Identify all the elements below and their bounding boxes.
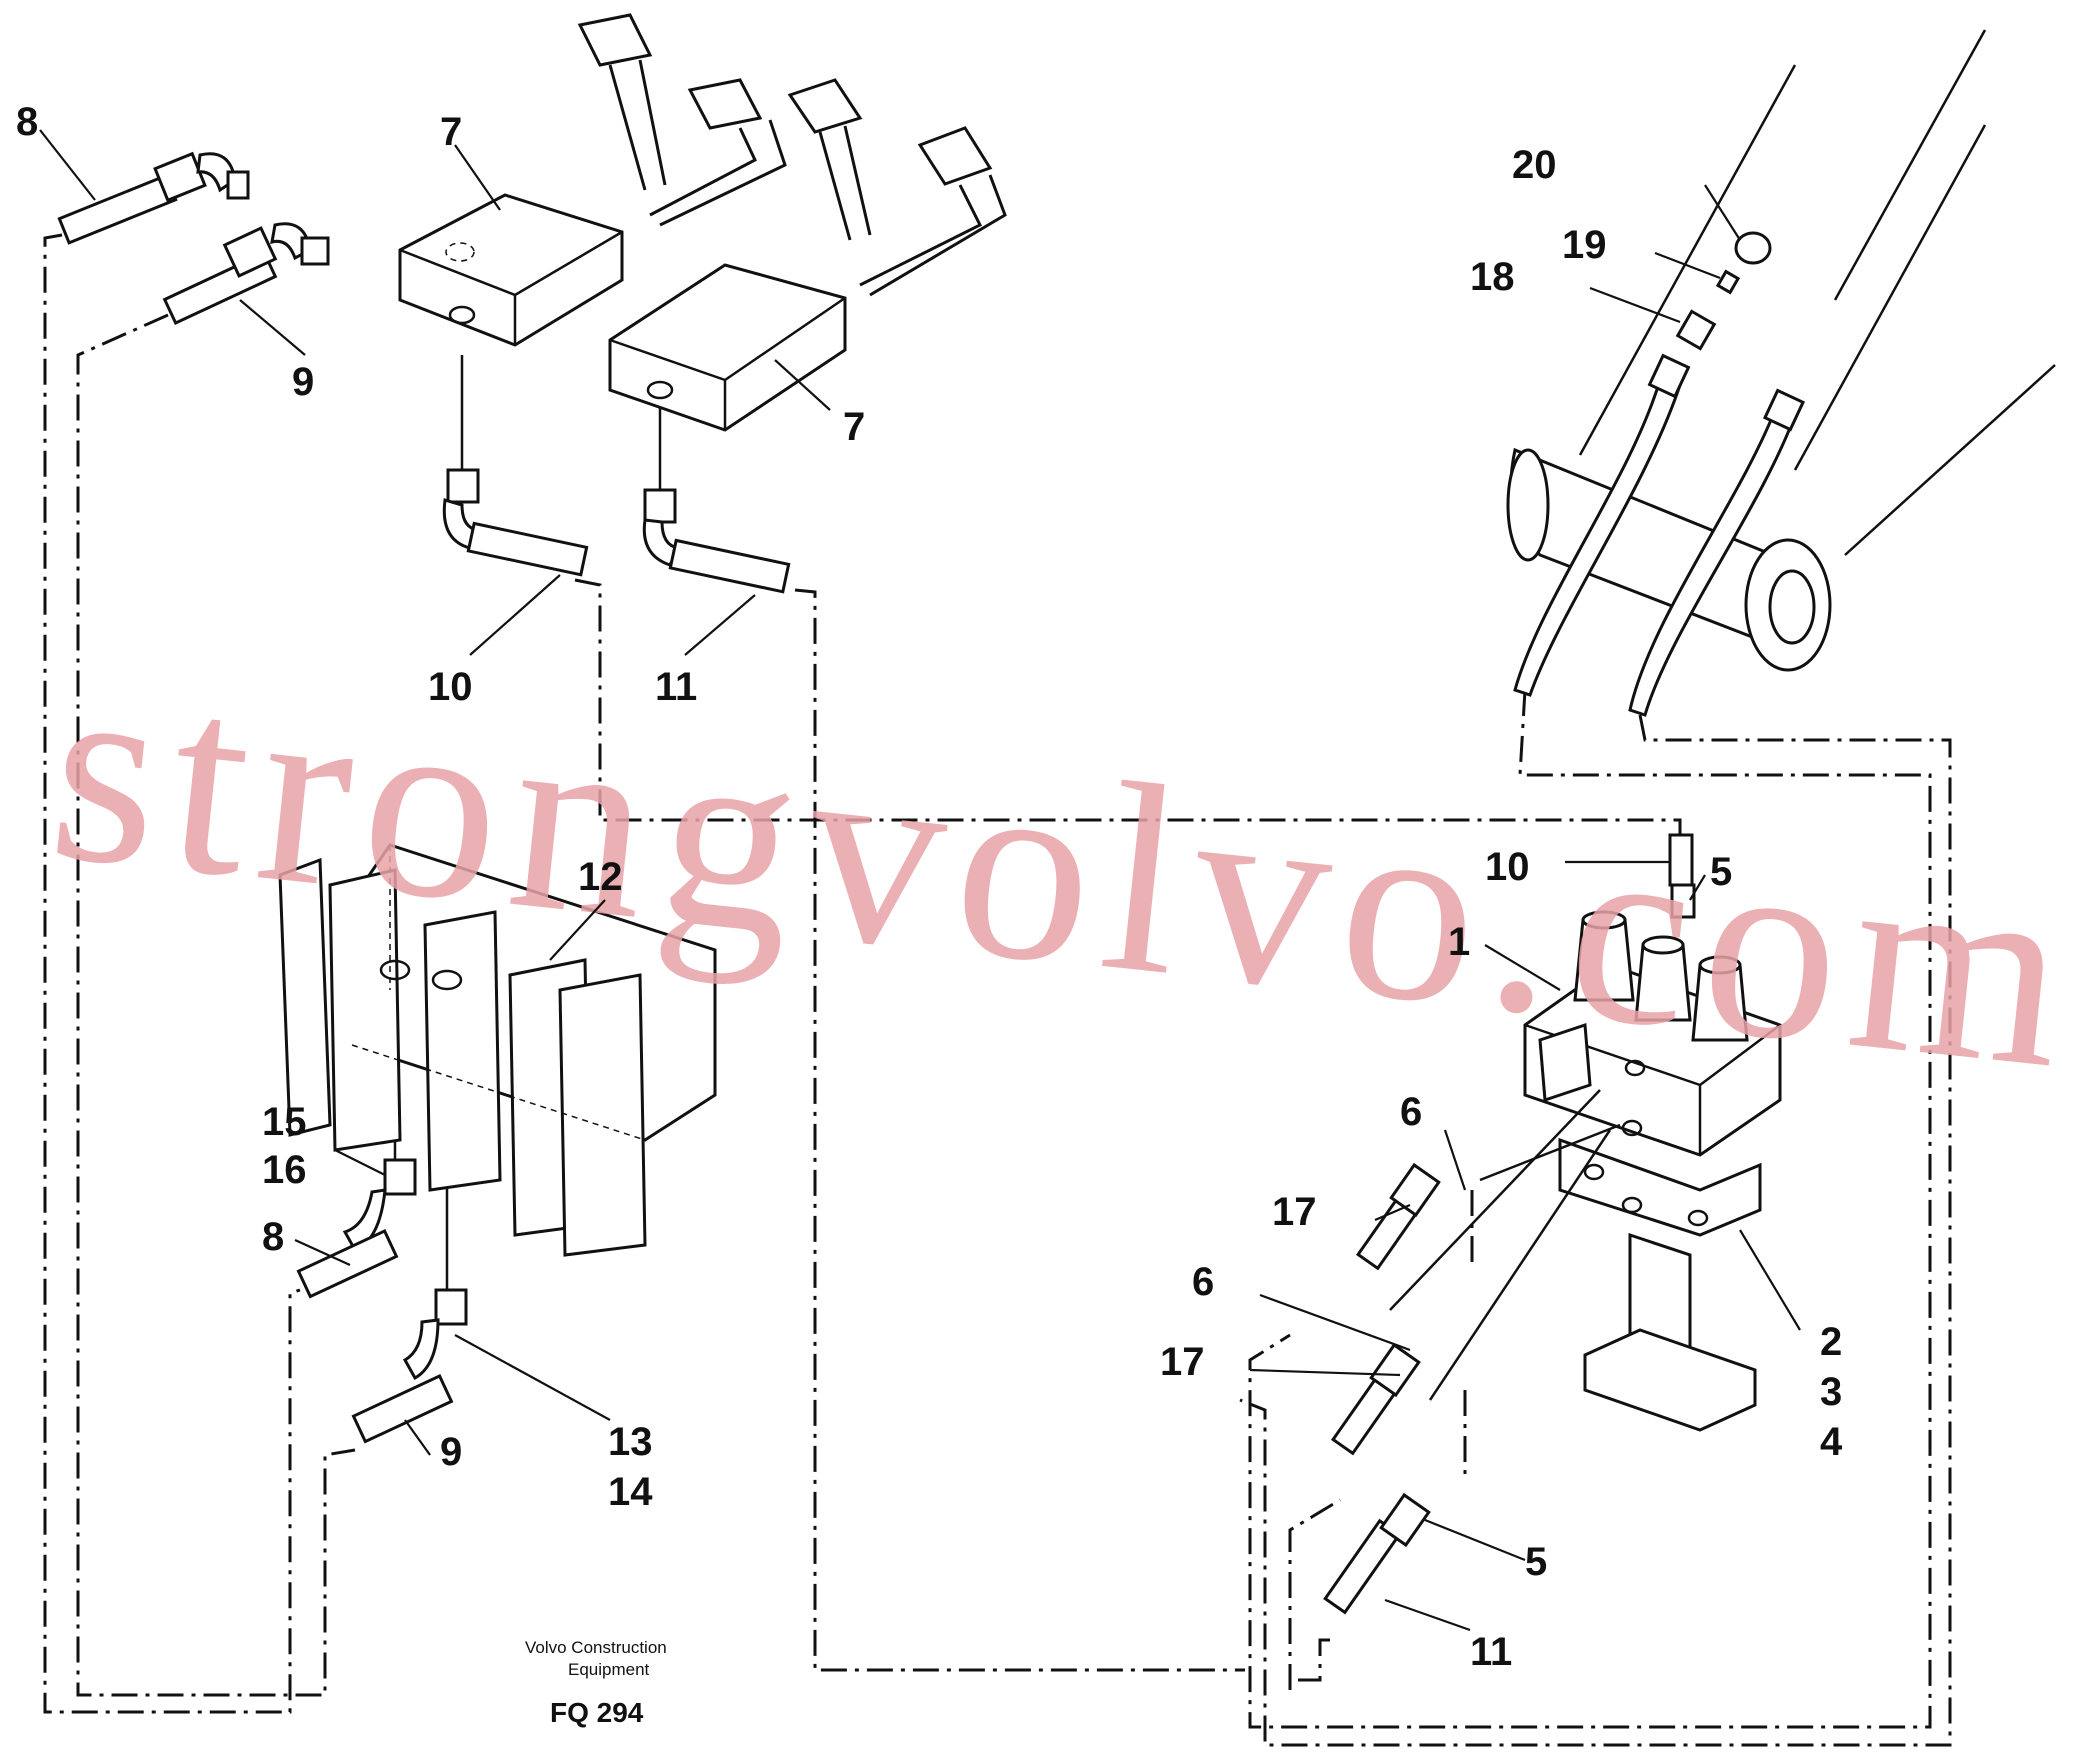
pedal-box-left — [398, 13, 787, 347]
callout-16: 16 — [262, 1148, 307, 1192]
figure-id: FQ 294 — [550, 1697, 644, 1728]
callout-8-lower: 8 — [262, 1215, 284, 1259]
callout-1: 1 — [1448, 920, 1470, 964]
callout-10-right: 10 — [1485, 845, 1530, 889]
callout-15: 15 — [262, 1100, 307, 1144]
caption-line-2: Equipment — [568, 1660, 650, 1679]
callout-9-lower: 9 — [440, 1430, 462, 1474]
callout-2: 2 — [1820, 1320, 1842, 1364]
callouts: 8 7 9 7 10 11 20 19 18 10 5 1 12 15 16 8… — [16, 100, 1843, 1674]
callout-14: 14 — [608, 1470, 653, 1514]
pedal-box-right — [608, 78, 1007, 432]
valve-block-12 — [278, 843, 717, 1257]
callout-7-right: 7 — [843, 405, 865, 449]
callout-6: 6 — [1192, 1260, 1214, 1304]
callout-4: 4 — [1820, 1420, 1843, 1464]
callout-5-lower: 5 — [1525, 1540, 1547, 1584]
callout-5-upper: 5 — [1710, 850, 1732, 894]
hose-fittings-lower — [296, 1158, 468, 1444]
callout-12: 12 — [578, 855, 623, 899]
hose-fittings-upper — [57, 151, 791, 594]
callout-7-left: 7 — [440, 110, 462, 154]
callout-11-lower: 11 — [1470, 1630, 1512, 1674]
callout-11-upper: 11 — [655, 665, 697, 709]
callout-18: 18 — [1470, 255, 1515, 299]
callout-17-upper: 17 — [1272, 1190, 1317, 1234]
leader-lines — [39, 129, 1801, 1632]
boom-assembly — [1506, 29, 2056, 717]
callout-6-partial: 6 — [1400, 1090, 1422, 1134]
callout-9-upper: 9 — [292, 360, 314, 404]
callout-10-upper: 10 — [428, 665, 473, 709]
callout-19: 19 — [1562, 223, 1607, 267]
callout-13: 13 — [608, 1420, 653, 1464]
caption-line-1: Volvo Construction — [525, 1638, 667, 1657]
callout-20: 20 — [1512, 143, 1557, 187]
pilot-valve-1 — [1389, 910, 1782, 1432]
callout-17-lower: 17 — [1160, 1340, 1205, 1384]
caption: Volvo Construction Equipment FQ 294 — [525, 1638, 667, 1728]
callout-8-upper: 8 — [16, 100, 38, 144]
callout-3: 3 — [1820, 1370, 1842, 1414]
